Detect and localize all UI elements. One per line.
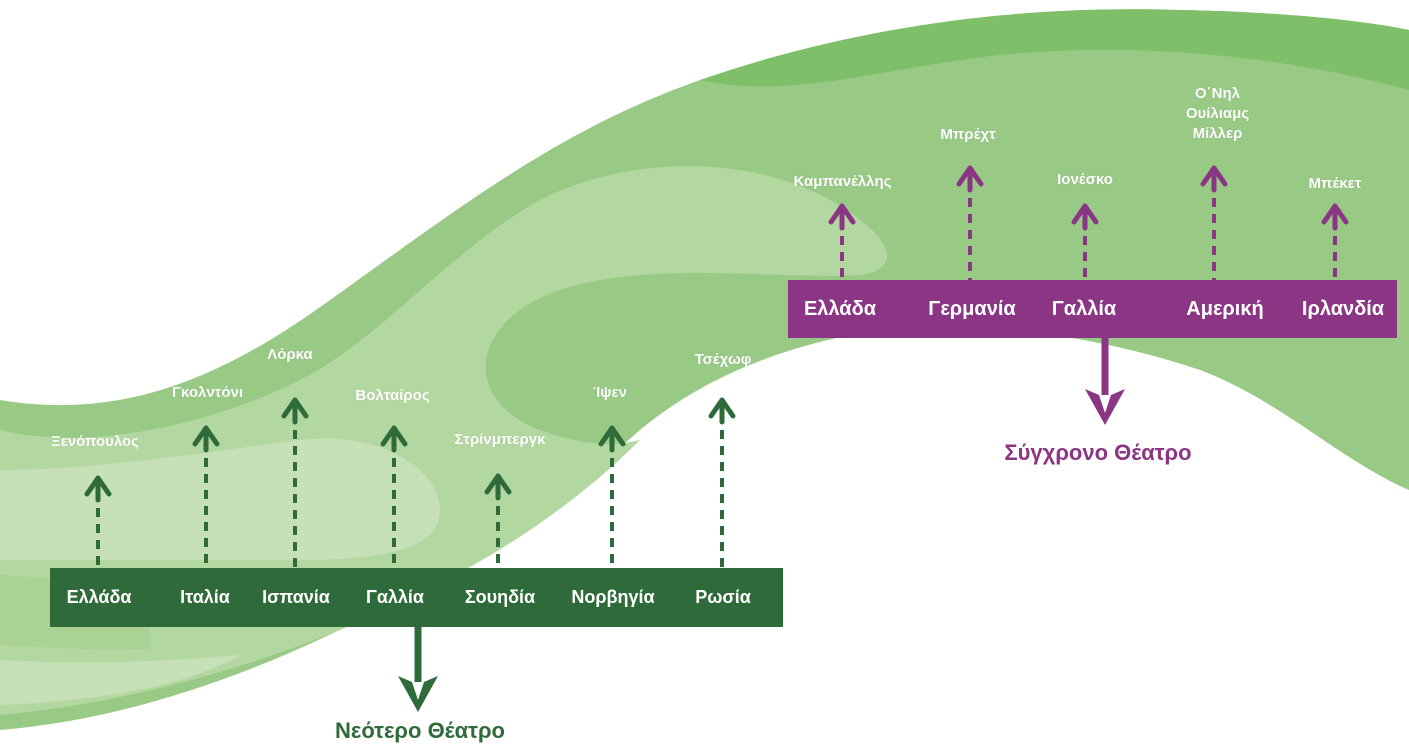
author-label: Ξενόπουλος [51, 433, 139, 450]
author-label: Βολταίρος [355, 387, 430, 404]
arrow-up-icon [598, 425, 626, 453]
contemporary-theatre-caption: Σύγχρονο Θέατρο [1004, 440, 1192, 465]
arrow-up-icon [380, 425, 408, 453]
country-label: Γαλλία [1051, 297, 1117, 320]
wave-stripe-2 [0, 655, 240, 705]
country-label: Ισπανία [262, 587, 330, 607]
arrow-up-icon [192, 425, 220, 453]
arrow-up-icon [708, 397, 736, 425]
author-label: Τσέχωφ [694, 351, 752, 368]
author-label: Μπέκετ [1308, 175, 1362, 192]
country-label: Νορβηγία [571, 587, 655, 607]
author-label: Γκολντόνι [171, 384, 244, 401]
arrow-down-icon [398, 676, 438, 712]
author-label: Λόρκα [267, 346, 313, 363]
arrow-up-icon [956, 165, 984, 193]
author-label: Μπρέχτ [940, 126, 996, 143]
country-label: Ελλάδα [803, 297, 877, 320]
arrow-up-icon [281, 397, 309, 425]
country-label: Γαλλία [366, 587, 424, 607]
country-label: Ιταλία [180, 587, 230, 607]
arrow-up-icon [1200, 165, 1228, 193]
arrow-up-icon [484, 473, 512, 501]
arrow-up-icon [1321, 203, 1349, 231]
arrow-down-shaft [414, 627, 422, 682]
wave-ridge [700, 9, 1409, 90]
author-label: Ίψεν [593, 384, 627, 401]
wave-lobe [0, 438, 440, 560]
author-label: Καμπανέλλης [793, 173, 892, 190]
author-label: Ιονέσκο [1057, 171, 1113, 188]
arrow-up-icon [1071, 203, 1099, 231]
arrow-down-shaft [1101, 338, 1109, 395]
arrow-up-icon [84, 475, 112, 503]
country-label: Σουηδία [464, 587, 536, 607]
country-label: Ελλάδα [66, 587, 132, 607]
author-label: Ο΄Νηλ Ουίλιαμς Μίλλερ [1185, 85, 1250, 142]
modern-countries-bar: Ελλάδα Ιταλία Ισπανία Γαλλία Σουηδία Νορ… [50, 568, 783, 627]
arrow-up-icon [828, 203, 856, 231]
arrow-down-icon [1085, 389, 1125, 425]
country-label: Ιρλανδία [1301, 297, 1385, 320]
contemporary-countries-bar: Ελλάδα Γερμανία Γαλλία Αμερική Ιρλανδία [788, 280, 1397, 338]
country-label: Ρωσία [695, 587, 751, 607]
author-label: Στρίνμπεργκ [454, 431, 546, 448]
modern-theatre-caption: Νεότερο Θέατρο [334, 718, 506, 743]
country-label: Αμερική [1186, 297, 1264, 320]
country-label: Γερμανία [928, 297, 1016, 320]
